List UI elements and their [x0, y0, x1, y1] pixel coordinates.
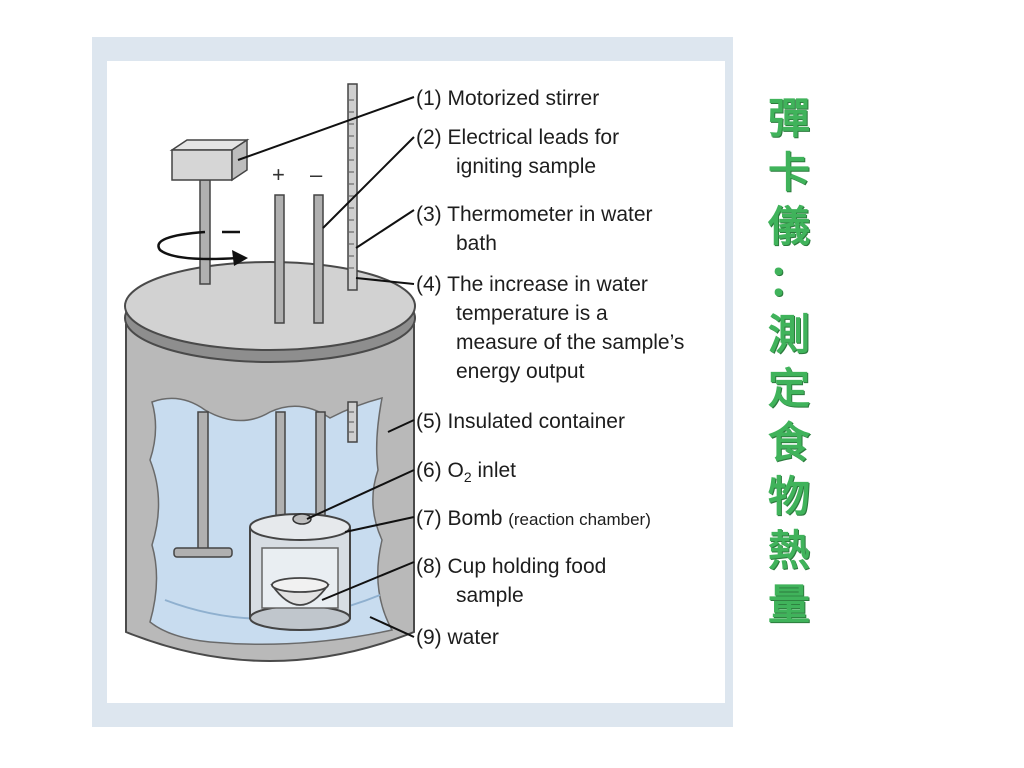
callout-temperature-increase: (4) The increase in water temperature is…	[416, 273, 685, 383]
rotation-arrow	[157, 230, 239, 261]
lead-positive-lower	[275, 411, 286, 521]
lid-top	[124, 261, 416, 351]
callout-insulated-container: (5) Insulated container	[416, 410, 625, 433]
food-cup-rim	[271, 577, 329, 593]
title-char: ：	[767, 256, 810, 305]
leader-line-9	[369, 616, 415, 638]
title-char: 物	[767, 472, 810, 521]
negative-lead-sign: –	[310, 162, 323, 187]
positive-lead-sign: +	[272, 162, 285, 187]
lead-negative-lower	[315, 411, 326, 521]
title-char: 食	[767, 418, 810, 467]
callout-food-cup: (8) Cup holding food sample	[416, 555, 607, 607]
thermometer-upper	[347, 83, 358, 291]
title-char: 定	[767, 364, 810, 413]
leader-line-5	[387, 419, 415, 433]
vertical-title: 彈 卡 儀 ： 測 定 食 物 熱 量	[760, 92, 818, 632]
lead-negative-upper	[313, 194, 324, 324]
leader-line-6	[306, 469, 415, 520]
leader-line-3	[355, 209, 415, 249]
leader-line-1	[237, 96, 415, 161]
callout-water: (9) water	[416, 626, 499, 649]
lead-positive-upper	[274, 194, 285, 324]
title-char: 彈	[767, 94, 810, 143]
title-char: 卡	[767, 148, 810, 197]
leader-line-7	[344, 516, 415, 533]
callout-thermometer: (3) Thermometer in water bath	[416, 203, 653, 255]
callout-bomb: (7) Bomb (reaction chamber)	[416, 507, 651, 530]
leader-line-4	[355, 277, 415, 285]
rotation-arrowhead	[232, 250, 248, 266]
callout-electrical-leads: (2) Electrical leads for igniting sample	[416, 126, 620, 178]
callout-motorized-stirrer: (1) Motorized stirrer	[416, 87, 600, 110]
title-char: 儀	[767, 202, 810, 251]
title-char: 量	[767, 580, 810, 629]
stirrer-shaft-lower	[197, 411, 209, 553]
title-char: 熱	[767, 526, 810, 575]
callout-o2-inlet: (6) O2 inlet	[416, 459, 517, 486]
title-char: 測	[767, 310, 810, 359]
o2-inlet	[292, 513, 312, 525]
motor-box-front	[171, 149, 233, 181]
bomb-base	[249, 605, 351, 631]
leader-line-8	[321, 561, 415, 601]
leader-line-2	[322, 136, 415, 229]
stirrer-paddle	[173, 547, 233, 558]
